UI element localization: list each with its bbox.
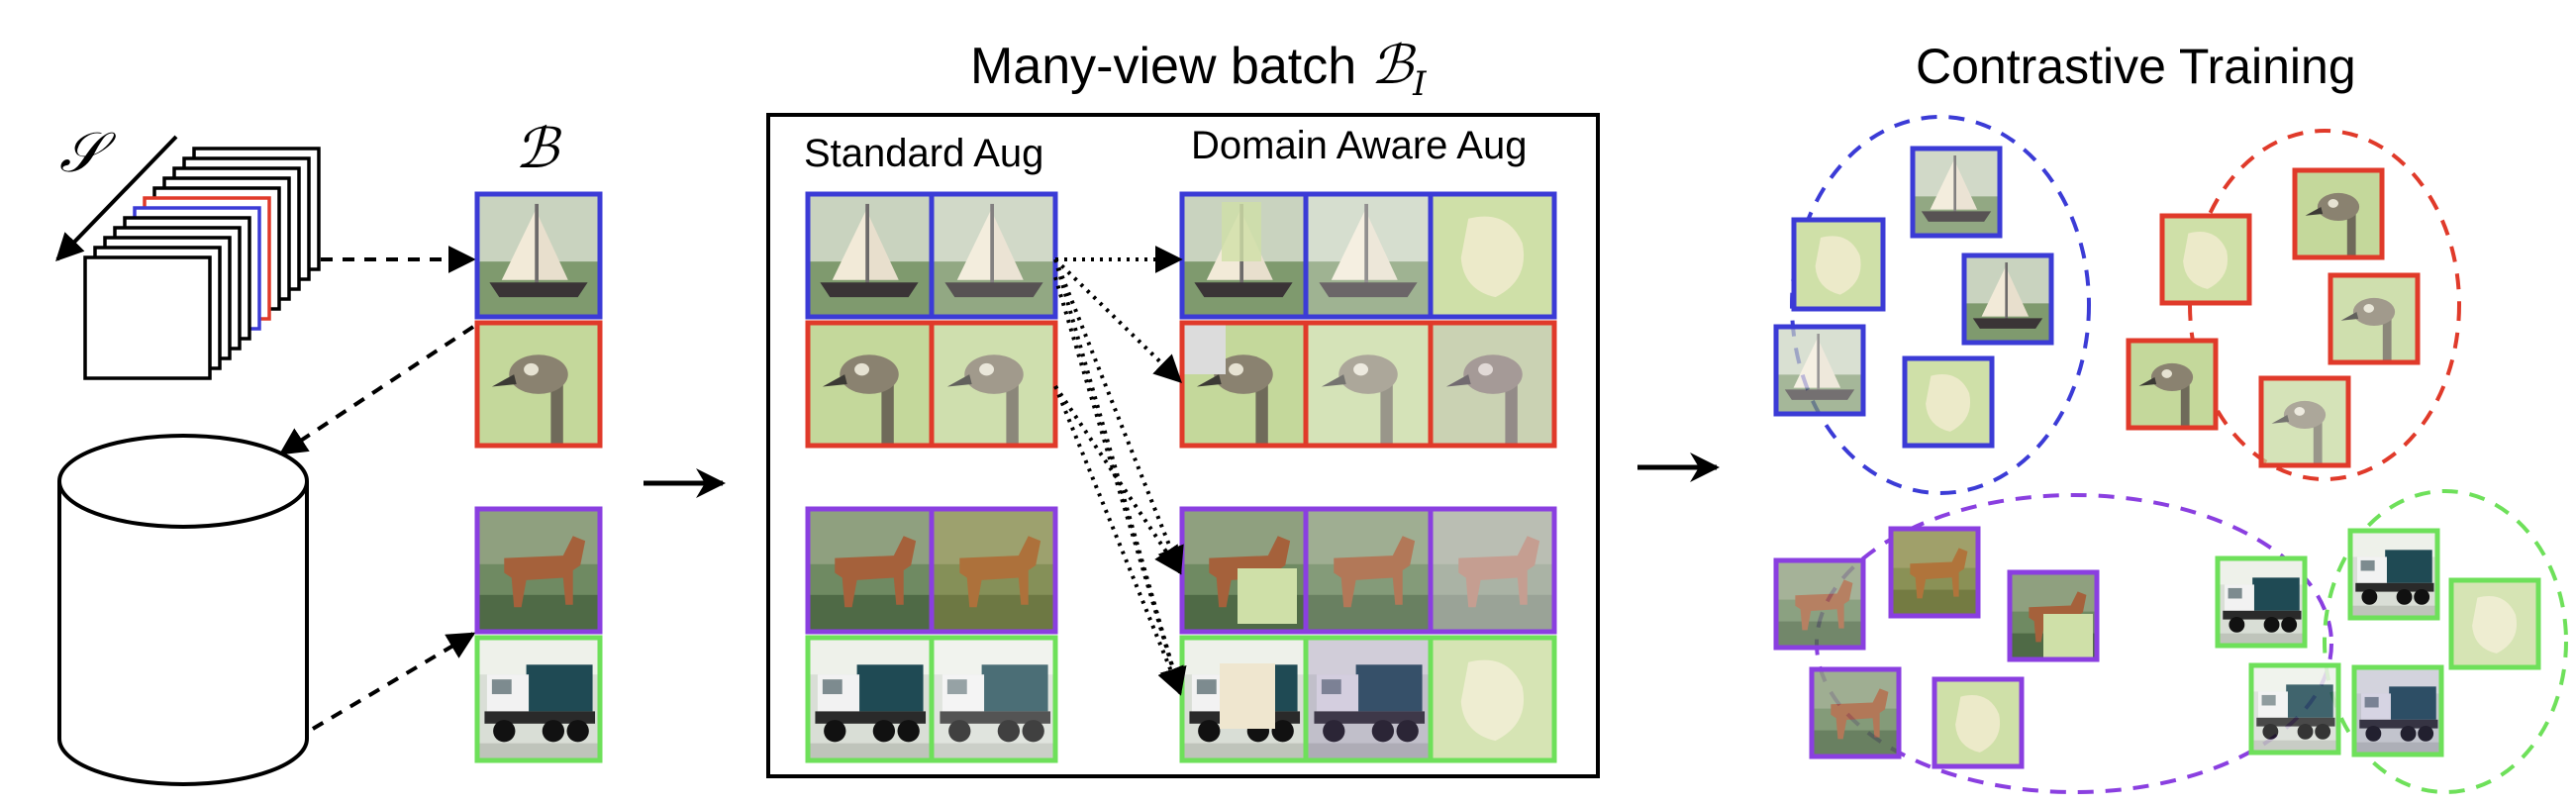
batch-column bbox=[474, 191, 603, 763]
cluster-horse-thumbnails bbox=[1773, 526, 2100, 769]
mixing-arrows bbox=[1053, 246, 1187, 696]
source-direction-arrow bbox=[55, 135, 178, 262]
memory-cylinder-icon bbox=[57, 434, 309, 786]
batch-sailboat-thumbnail bbox=[474, 191, 603, 320]
batch-symbol: ℬ bbox=[515, 117, 559, 181]
source-symbol: 𝒮 bbox=[59, 121, 103, 185]
batch-to-memory-arrow bbox=[278, 325, 475, 455]
standard-aug-label: Standard Aug bbox=[804, 132, 1044, 175]
standard-aug-grid bbox=[805, 191, 1058, 763]
memory-to-batch-arrow bbox=[311, 632, 476, 731]
manyview-subscript: I bbox=[1413, 64, 1427, 104]
domain-aware-aug-label: Domain Aware Aug bbox=[1191, 124, 1528, 167]
batch-ostrich-thumbnail bbox=[474, 320, 603, 449]
manyview-symbol: ℬ bbox=[1370, 34, 1414, 96]
batch-truck-thumbnail bbox=[474, 635, 603, 763]
cluster-ostrich-thumbnails bbox=[2126, 167, 2421, 468]
cluster-truck bbox=[2323, 489, 2568, 794]
manyview-batch-box bbox=[766, 113, 1600, 778]
cluster-sailboat-thumbnails bbox=[1773, 146, 2054, 449]
contrastive-title: Contrastive Training bbox=[1916, 39, 2356, 94]
batch-horse-thumbnail bbox=[474, 506, 603, 635]
domain-aware-aug-grid bbox=[1179, 191, 1557, 763]
cluster-truck-thumbnails bbox=[2215, 528, 2541, 757]
source-stack-icon bbox=[55, 135, 321, 380]
manyview-title: Many-view batch ℬI bbox=[970, 34, 1427, 104]
